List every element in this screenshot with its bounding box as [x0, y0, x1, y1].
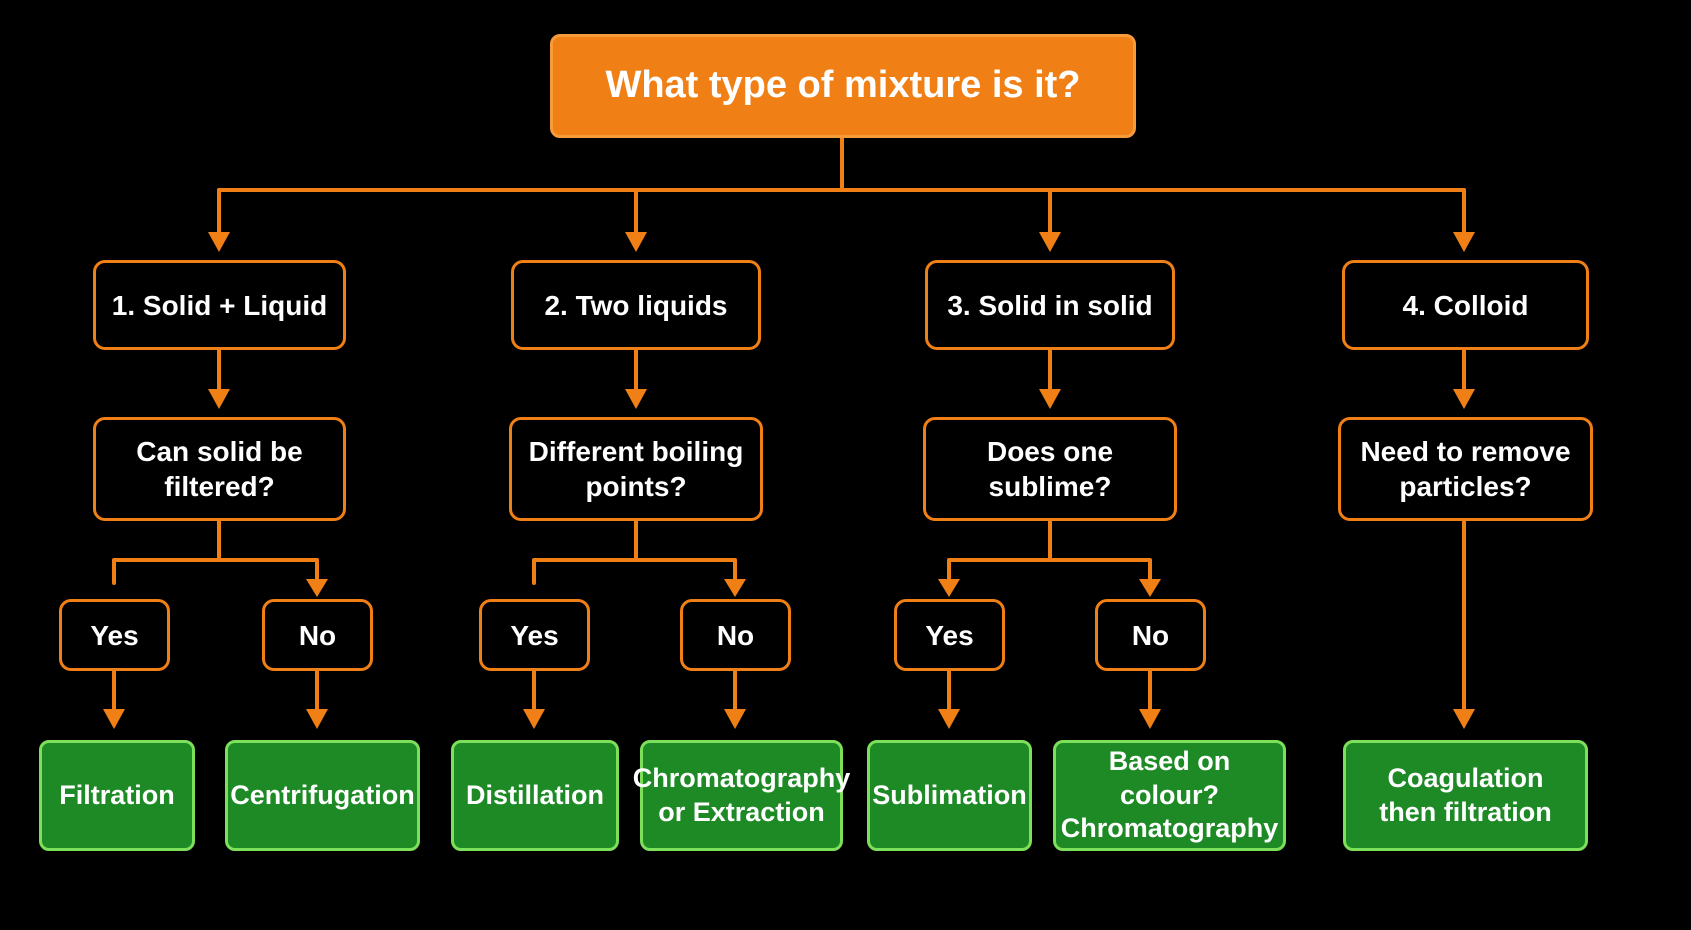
branch3-type-label: 3. Solid in solid: [947, 289, 1153, 321]
branch1-no-label: No: [298, 619, 337, 651]
branch1-yes-label: Yes: [90, 619, 139, 651]
branch3-no-result-node: Based on colour? Chromatography: [1053, 740, 1286, 851]
branch2-question-label: Different boiling points?: [528, 436, 744, 502]
arrowhead: [306, 579, 328, 597]
arrowhead: [1453, 389, 1475, 409]
branch4-result-label: Coagulation then filtration: [1379, 762, 1552, 827]
arrowhead: [724, 579, 746, 597]
branch1-no-result-label: Centrifugation: [230, 779, 415, 810]
arrowhead: [1039, 232, 1061, 252]
arrowhead: [938, 579, 960, 597]
branch1-question-node: Can solid be filtered?: [93, 417, 346, 521]
branch2-yes-node: Yes: [479, 599, 590, 671]
branch4-result-node: Coagulation then filtration: [1343, 740, 1588, 851]
branch3-type-node: 3. Solid in solid: [925, 260, 1175, 350]
branch1-no-result-node: Centrifugation: [225, 740, 420, 851]
branch3-question-label: Does one sublime?: [986, 436, 1114, 502]
branch3-question-node: Does one sublime?: [923, 417, 1177, 521]
branch1-yes-result-node: Filtration: [39, 740, 195, 851]
branch2-split-line: [532, 519, 737, 585]
branch1-split-line: [112, 519, 319, 585]
arrowhead: [1139, 579, 1161, 597]
root-question-label: What type of mixture is it?: [605, 64, 1081, 107]
branch1-type-node: 1. Solid + Liquid: [93, 260, 346, 350]
branch3-no-result-label: Based on colour? Chromatography: [1060, 745, 1279, 844]
arrowhead: [208, 232, 230, 252]
arrowhead: [938, 709, 960, 729]
arrowhead: [103, 709, 125, 729]
branch2-yes-label: Yes: [510, 619, 559, 651]
branch3-yes-node: Yes: [894, 599, 1005, 671]
branch2-yes-result-node: Distillation: [451, 740, 619, 851]
branch2-type-node: 2. Two liquids: [511, 260, 761, 350]
branch2-no-result-node: Chromatography or Extraction: [633, 740, 850, 851]
arrowhead: [1453, 232, 1475, 252]
arrowhead: [625, 389, 647, 409]
branch1-type-label: 1. Solid + Liquid: [111, 289, 328, 321]
branch1-no-node: No: [262, 599, 373, 671]
branch3-split-line: [947, 519, 1152, 585]
branch3-no-label: No: [1131, 619, 1170, 651]
branch2-type-label: 2. Two liquids: [544, 289, 728, 321]
branch2-yes-result-label: Distillation: [465, 779, 604, 810]
arrowhead: [523, 709, 545, 729]
branch2-no-label: No: [716, 619, 755, 651]
arrowhead: [1139, 709, 1161, 729]
branch1-yes-node: Yes: [59, 599, 170, 671]
arrowhead: [306, 709, 328, 729]
branch4-question-label: Need to remove particles?: [1360, 436, 1571, 502]
arrowhead: [625, 232, 647, 252]
branch4-question-node: Need to remove particles?: [1338, 417, 1593, 521]
root-trunk-line: [217, 136, 1466, 192]
arrowhead: [1039, 389, 1061, 409]
branch2-no-node: No: [680, 599, 791, 671]
branch3-yes-result-node: Sublimation: [867, 740, 1032, 851]
root-question-node: What type of mixture is it?: [550, 34, 1136, 138]
branch4-type-node: 4. Colloid: [1342, 260, 1589, 350]
branch4-type-label: 4. Colloid: [1402, 289, 1529, 321]
arrowhead: [724, 709, 746, 729]
branch1-yes-result-label: Filtration: [59, 779, 175, 810]
branch3-no-node: No: [1095, 599, 1206, 671]
arrowhead: [1453, 709, 1475, 729]
branch3-yes-result-label: Sublimation: [872, 779, 1027, 810]
branch2-question-node: Different boiling points?: [509, 417, 763, 521]
branch1-question-label: Can solid be filtered?: [136, 436, 303, 502]
branch3-yes-label: Yes: [925, 619, 974, 651]
branch2-no-result-label: Chromatography or Extraction: [632, 762, 851, 827]
arrowhead: [208, 389, 230, 409]
